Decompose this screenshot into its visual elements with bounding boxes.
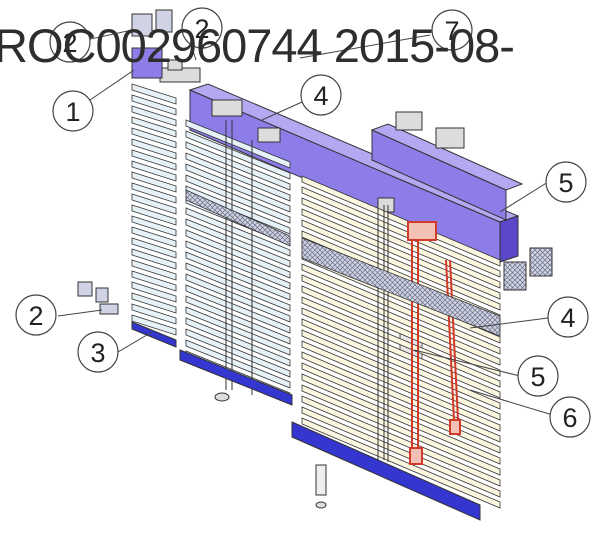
slat-middle	[185, 339, 291, 389]
callout-3: 3	[77, 331, 119, 373]
slat-left	[131, 215, 177, 237]
ladder-cord-right	[377, 205, 389, 462]
tilt-mechanism-parts	[159, 59, 465, 213]
bracket-part-2-lower	[77, 281, 119, 315]
slat-middle	[185, 174, 291, 224]
slat-right	[301, 406, 501, 498]
slat-left	[131, 83, 177, 105]
slat-left	[131, 105, 177, 127]
callout-4-top-label: 4	[313, 81, 328, 111]
callout-2-top-left-label: 2	[62, 28, 77, 58]
valance-mesh	[185, 189, 501, 337]
slat-middle	[185, 207, 291, 257]
slat-left	[131, 226, 177, 248]
slat-left	[131, 94, 177, 116]
slat-left	[131, 259, 177, 281]
slat-left	[131, 303, 177, 325]
bottom-bar-right	[291, 421, 481, 521]
slat-left	[131, 237, 177, 259]
end-caps	[503, 247, 553, 291]
slat-left	[131, 160, 177, 182]
slat-left	[131, 248, 177, 270]
callout-4-right-label: 4	[560, 303, 575, 333]
slat-middle	[185, 141, 291, 191]
slat-left	[131, 270, 177, 292]
slats-left	[131, 83, 177, 336]
slat-middle	[185, 152, 291, 202]
callout-2-lower-label: 2	[28, 301, 43, 331]
slat-middle	[185, 251, 291, 301]
ladder-cord-middle	[225, 120, 253, 395]
slat-right	[301, 373, 501, 465]
slat-middle	[185, 163, 291, 213]
slat-middle	[185, 218, 291, 268]
bottom-bar-middle	[179, 349, 293, 406]
watermark-text: ROC002960744 2015-08-	[0, 19, 515, 72]
callout-2-top: 2	[181, 7, 223, 49]
slat-middle	[185, 229, 291, 279]
pull-cord-red	[407, 221, 461, 465]
slat-middle	[185, 130, 291, 180]
slat-left	[131, 182, 177, 204]
bottom-bar-left	[131, 321, 177, 348]
callout-5-top-label: 5	[558, 168, 573, 198]
slat-right	[301, 318, 501, 410]
callout-6-label: 6	[562, 403, 577, 433]
slat-middle	[185, 317, 291, 367]
callout-7: 7	[431, 9, 473, 51]
slat-right	[301, 384, 501, 476]
callout-4-top: 4	[300, 74, 342, 116]
slats-middle	[185, 119, 291, 400]
slat-right	[301, 186, 501, 278]
callout-2-top-label: 2	[194, 14, 209, 44]
slat-middle	[185, 306, 291, 356]
slat-left	[131, 116, 177, 138]
callout-7-label: 7	[444, 16, 459, 46]
callout-1: 1	[52, 90, 94, 132]
callout-3-label: 3	[90, 338, 105, 368]
slat-left	[131, 204, 177, 226]
callout-5-lower: 5	[517, 355, 559, 397]
slat-left	[131, 281, 177, 303]
slat-right	[301, 417, 501, 509]
slat-middle	[185, 119, 291, 169]
callout-2-lower: 2	[15, 294, 57, 336]
slat-left	[131, 149, 177, 171]
wand-knob	[214, 392, 230, 402]
slat-middle	[185, 262, 291, 312]
callout-6: 6	[549, 396, 591, 438]
callout-4-right: 4	[547, 296, 589, 338]
slat-right	[301, 340, 501, 432]
slat-left	[131, 138, 177, 160]
slat-middle	[185, 284, 291, 334]
slat-middle	[185, 240, 291, 290]
slat-middle	[185, 273, 291, 323]
slat-right	[301, 395, 501, 487]
slat-left	[131, 171, 177, 193]
slat-left	[131, 127, 177, 149]
slat-left	[131, 314, 177, 336]
slat-middle	[185, 328, 291, 378]
callout-5-top: 5	[545, 161, 587, 203]
slat-middle	[185, 295, 291, 345]
slat-left	[131, 292, 177, 314]
wand-piece	[315, 464, 327, 509]
callout-2-top-left: 2	[49, 21, 91, 63]
callout-5-lower-label: 5	[530, 362, 545, 392]
slat-right	[301, 329, 501, 421]
slat-right	[301, 307, 501, 399]
slat-left	[131, 193, 177, 215]
callout-1-label: 1	[65, 97, 80, 127]
bracket-part-1	[131, 9, 173, 79]
